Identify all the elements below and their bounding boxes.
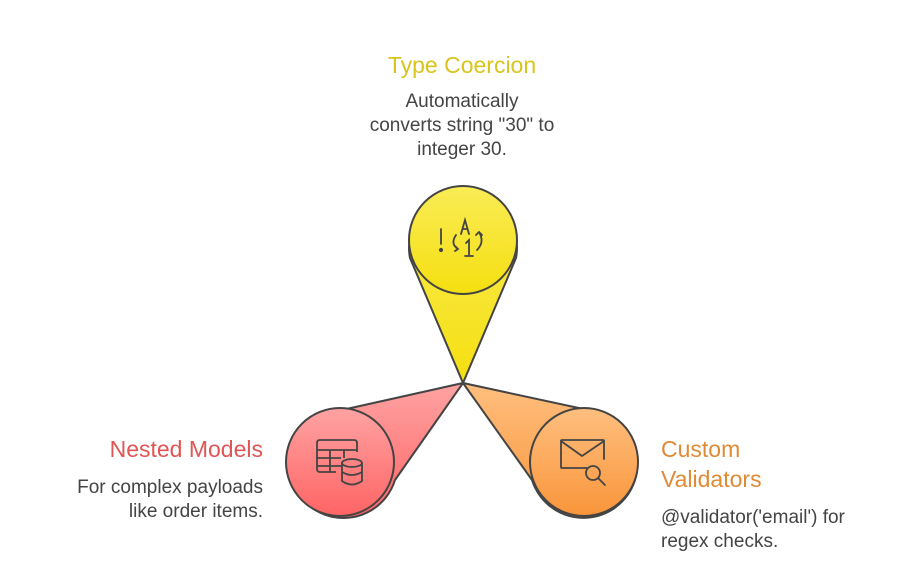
node-nested-models — [285, 382, 464, 519]
title-line: Validators — [661, 466, 762, 492]
email-search-icon — [560, 439, 606, 486]
table-database-icon — [316, 439, 363, 486]
description-line: Automatically — [405, 91, 519, 112]
node-type-coercion — [408, 185, 518, 384]
description-line: For complex payloads — [77, 477, 263, 498]
circle-top — [408, 185, 518, 295]
description-line: @validator('email') for — [661, 507, 845, 528]
title-custom-validators: Custom Validators — [661, 434, 861, 494]
node-custom-validators — [462, 382, 639, 519]
circle-right — [529, 407, 639, 517]
description-custom-validators: @validator('email') for regex checks. — [661, 506, 901, 554]
description-line: integer 30. — [417, 139, 507, 160]
title-nested-models: Nested Models — [109, 436, 263, 462]
title-type-coercion: Type Coercion — [387, 52, 537, 78]
title-line: Custom — [661, 436, 741, 462]
description-nested-models: For complex payloads like order items. — [40, 476, 263, 524]
description-line: converts string "30" to — [369, 115, 555, 136]
type-conversion-icon — [438, 216, 483, 257]
description-line: like order items. — [128, 501, 263, 522]
circle-left — [285, 407, 395, 517]
description-type-coercion: Automatically converts string "30" to in… — [342, 90, 582, 162]
description-line: regex checks. — [661, 531, 779, 552]
